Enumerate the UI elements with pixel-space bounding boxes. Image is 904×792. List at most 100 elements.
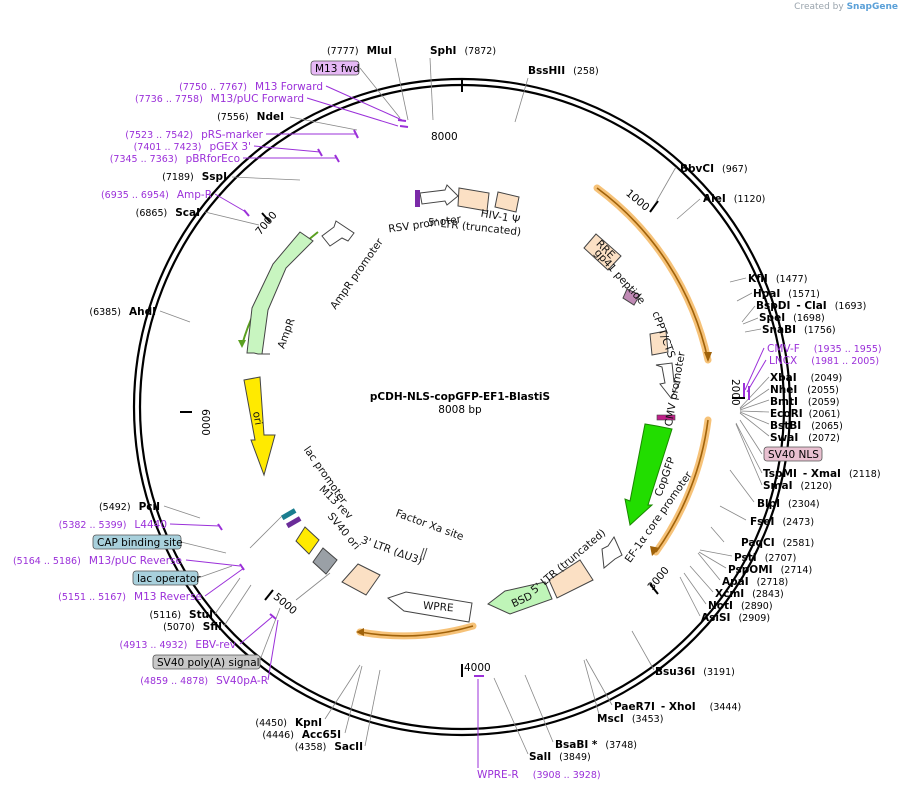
- primer-mark-prs: [353, 129, 359, 139]
- enz-ahdi: (6385)AhdI: [89, 306, 156, 318]
- leader-pspomi: [698, 551, 727, 569]
- enz-bsabi: BsaBI *(3748): [555, 739, 637, 751]
- tick-label-5000: 5000: [271, 591, 299, 617]
- leader-sali: [493, 677, 529, 755]
- label-ori: ori: [250, 411, 264, 427]
- feature-ori: [243, 376, 276, 477]
- leader-alei: [676, 198, 701, 220]
- enz-tspmi: TspMI- XmaI(2118): [763, 468, 881, 480]
- primer-lncx: LNCX(1981 .. 2005): [769, 355, 879, 367]
- feature-ltr5: [457, 187, 490, 212]
- leader-nhei: [739, 388, 770, 410]
- primer-mark-pgex: [317, 148, 323, 157]
- feature-ampr-promoter: [321, 220, 355, 247]
- enz-noti: NotI(2890): [708, 600, 773, 612]
- credit: Created by SnapGene: [794, 2, 898, 12]
- enz-xbai: XbaI(2049): [770, 372, 842, 384]
- leader-paqci: [710, 526, 725, 543]
- leader-m13-reverse: [204, 567, 245, 597]
- enz-acc65i: (4446)Acc65I: [262, 729, 341, 741]
- enz-alei: AleI(1120): [703, 193, 765, 205]
- leader-xcmi: [689, 565, 714, 593]
- leader-spei: [742, 317, 759, 325]
- feature-gp41: [622, 288, 641, 306]
- plasmid-name: pCDH-NLS-copGFP-EF1-BlastiS: [370, 391, 550, 403]
- box-sv40nls: [763, 446, 823, 462]
- tick-label-3000: 3000: [646, 565, 672, 593]
- enz-scai: (6865)ScaI: [136, 207, 200, 219]
- leader-lacop: [197, 565, 233, 579]
- leader-m13-puc-reverse: [185, 559, 241, 567]
- primer-mark-amp: [243, 209, 250, 217]
- leader-lncx: [746, 359, 767, 393]
- box-cap: [92, 534, 182, 550]
- primer-m13-puc-reverse: (5164 .. 5186)M13/pUC Reverse: [13, 555, 182, 567]
- enz-bsshii: BssHII(258): [528, 65, 599, 77]
- primer-mark-m13fwd: [397, 119, 407, 122]
- enz-kpni: (4450)KpnI: [255, 717, 322, 729]
- leader-m13-puc-forward: [306, 97, 399, 127]
- box-lacop-label: lac operator: [137, 573, 201, 585]
- leader-sphi: [429, 57, 434, 121]
- enz-spei: SpeI(1698): [759, 312, 825, 324]
- feature-bsd: [487, 581, 553, 615]
- leader-fsei: [719, 505, 747, 521]
- feature-ltr5-2: [548, 559, 594, 599]
- leader-smai: [735, 423, 763, 486]
- leader-lac-inner: [249, 515, 283, 549]
- leader-sacii: [364, 669, 381, 747]
- leader-hpai: [736, 292, 753, 302]
- label-ltr3: 3' LTR (ΔU3): [359, 534, 423, 567]
- enz-msci: MscI(3453): [597, 713, 663, 725]
- primer-prs-marker: (7523 .. 7542)pRS-marker: [125, 129, 263, 141]
- leader-asisi: [679, 576, 701, 617]
- leader-bbvci: [655, 166, 677, 203]
- box-m13fwd-label: M13 fwd: [315, 63, 360, 75]
- enz-pcii: (5492)PciI: [99, 501, 160, 513]
- orange-arc-2-line: [655, 419, 709, 553]
- box-lacop: [132, 570, 199, 586]
- leader-kfli: [729, 277, 747, 283]
- leader-psti: [699, 549, 733, 557]
- leader-snabi: [744, 328, 762, 333]
- leader-sfii: [223, 584, 252, 627]
- feature-copgfp: [624, 423, 673, 526]
- leader-l4440: [169, 523, 221, 527]
- leader-mlui: [394, 57, 409, 121]
- tick-5000: [264, 589, 274, 601]
- feature-cppt: [649, 330, 669, 356]
- ampr-green-arrowhead: [238, 340, 246, 348]
- feature-sv40ori: [312, 547, 338, 575]
- feature-ltr3: [341, 563, 381, 596]
- leader-scai: [204, 211, 260, 226]
- leader-m13fwd: [359, 67, 401, 119]
- leader-swai: [739, 412, 770, 437]
- tick-3000: [649, 583, 659, 595]
- box-sv40pa-label: SV40 poly(A) signal: [157, 657, 260, 669]
- leader-ampr-primer: [214, 193, 247, 213]
- box-sv40pa: [152, 654, 261, 670]
- leader-ahdi: [159, 310, 191, 323]
- label-ampr: AmpR: [276, 317, 298, 351]
- enz-sali: SalI(3849): [529, 751, 591, 763]
- enz-sphi: SphI(7872): [430, 45, 496, 57]
- enz-fsei: FseI(2473): [750, 516, 814, 528]
- primer-m13-forward: (7750 .. 7767)M13 Forward: [179, 81, 323, 93]
- label-wpre: WPRE: [422, 600, 454, 615]
- feature-lac-marker: [280, 508, 297, 521]
- leader-sv40nls: [739, 419, 763, 455]
- tick-label-7000: 7000: [253, 209, 279, 237]
- primer-ebv-rev: (4913 .. 4932)EBV-rev: [120, 639, 237, 651]
- enz-bmti: BmtI(2059): [770, 396, 839, 408]
- tick-label-4000: 4000: [464, 662, 491, 674]
- leader-bmti: [739, 399, 770, 411]
- enz-xcmi: XcmI(2843): [715, 588, 784, 600]
- leader-apai: [697, 552, 721, 581]
- enz-sspi: (7189)SspI: [162, 171, 227, 183]
- leader-paer7i: [585, 658, 613, 706]
- enz-bbvci: BbvCI(967): [680, 163, 748, 175]
- enz-mlui: (7777)MluI: [327, 45, 392, 57]
- plasmid-size: 8008 bp: [438, 404, 482, 416]
- primer-l4440: (5382 .. 5399)L4440: [59, 519, 167, 531]
- enz-ecori: EcoRI(2061): [770, 408, 840, 420]
